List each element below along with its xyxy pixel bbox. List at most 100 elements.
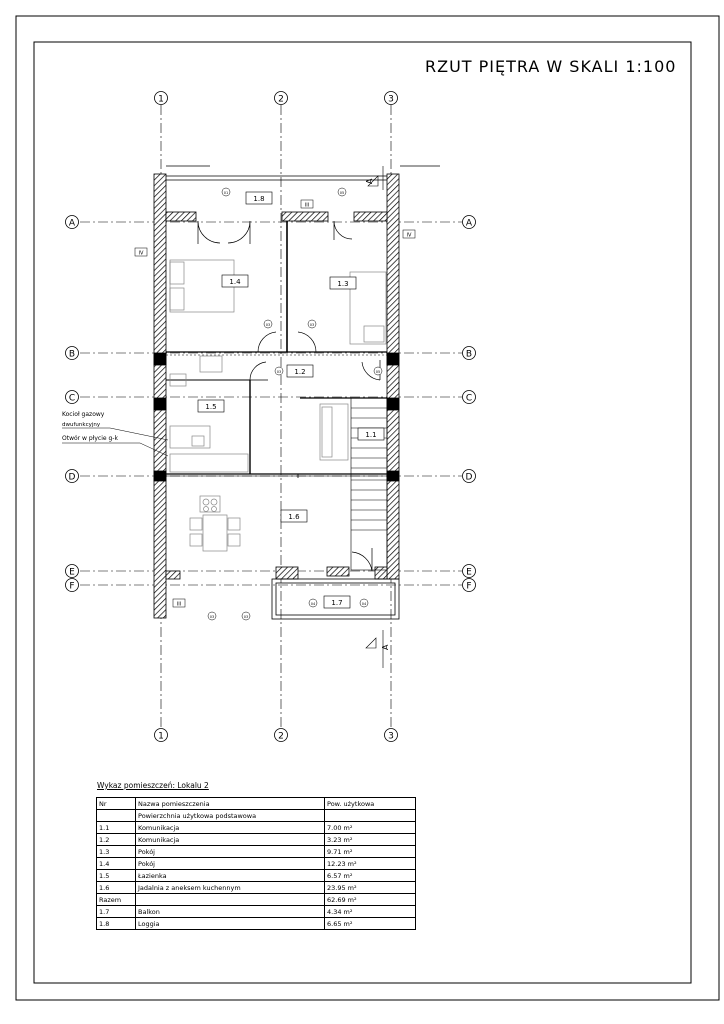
table-row: 1.7 Balkon 4.34 m² <box>96 905 416 918</box>
axis-bubble-E-left: E <box>65 564 79 578</box>
staircase <box>350 397 388 571</box>
axis-bubble-D-right: D <box>462 469 476 483</box>
svg-text:1.1: 1.1 <box>365 431 376 439</box>
room-label-1-4: 1.4 <box>221 274 249 288</box>
svg-text:D: D <box>69 473 76 483</box>
table-row: 1.6 Jadalnia z aneksem kuchennym 23.95 m… <box>96 881 416 894</box>
opening-annotation: Otwór w płycie g-k <box>62 435 169 457</box>
drawing-title: RZUT PIĘTRA W SKALI 1:100 <box>425 57 677 76</box>
horizontal-axes <box>80 221 462 586</box>
svg-text:01: 01 <box>224 191 228 195</box>
svg-text:03: 03 <box>310 323 314 327</box>
furniture <box>169 259 387 552</box>
room-label-1-2: 1.2 <box>286 364 314 378</box>
svg-text:B: B <box>69 350 75 360</box>
axis-bubble-C-left: C <box>65 390 79 404</box>
svg-text:Kocioł gazowy: Kocioł gazowy <box>62 411 105 418</box>
svg-text:III: III <box>305 203 309 209</box>
sofa <box>319 403 349 461</box>
desk <box>199 355 223 373</box>
window-tag: 05 <box>373 366 383 376</box>
svg-text:1.8: 1.8 <box>253 195 264 203</box>
inner-border <box>33 41 692 984</box>
section-mark-bottom: A <box>365 630 390 668</box>
svg-text:03: 03 <box>266 323 270 327</box>
svg-text:3: 3 <box>388 732 394 742</box>
room-table-caption: Wykaz pomieszczeń: Lokalu 2 <box>97 781 209 790</box>
window-tag: 03 <box>263 319 273 329</box>
svg-text:03: 03 <box>277 370 281 374</box>
svg-text:A: A <box>381 644 390 650</box>
window-tag: 03 <box>274 366 284 376</box>
loggia-outline <box>166 165 440 181</box>
header-name: Nazwa pomieszczenia <box>135 797 325 810</box>
axis-bubble-2-bottom: 2 <box>274 728 288 742</box>
svg-text:05: 05 <box>376 370 380 374</box>
axis-bubble-E-right: E <box>462 564 476 578</box>
svg-text:D: D <box>466 473 473 483</box>
svg-text:E: E <box>466 568 472 578</box>
wall-tag-iv-right: IV <box>402 229 416 239</box>
window-tag: 01 <box>221 187 231 197</box>
kitchen-unit <box>169 453 249 473</box>
svg-text:A: A <box>365 178 374 184</box>
room-label-1-6: 1.6 <box>280 509 308 523</box>
svg-text:1.4: 1.4 <box>229 278 241 286</box>
svg-text:04: 04 <box>311 602 316 606</box>
svg-text:2: 2 <box>278 95 284 105</box>
svg-text:A: A <box>69 219 76 229</box>
svg-text:dwufunkcyjny: dwufunkcyjny <box>62 422 101 428</box>
axis-bubble-F-right: F <box>462 578 476 592</box>
vertical-axes <box>160 105 392 728</box>
axis-bubble-C-right: C <box>462 390 476 404</box>
table-total-row: Razem 62.69 m² <box>96 893 416 906</box>
axis-bubble-F-left: F <box>65 578 79 592</box>
table-row: 1.4 Pokój 12.23 m² <box>96 857 416 870</box>
table-row: 1.5 Łazienka 6.57 m² <box>96 869 416 882</box>
axis-bubble-1-bottom: 1 <box>154 728 168 742</box>
room-schedule-table: Nr Nazwa pomieszczenia Pow. użytkowa Pow… <box>96 797 416 930</box>
svg-text:B: B <box>466 350 472 360</box>
window-tag: 05 <box>337 187 347 197</box>
svg-text:A: A <box>466 219 473 229</box>
axis-bubble-3-top: 3 <box>384 91 398 105</box>
svg-text:1.2: 1.2 <box>294 368 305 376</box>
room-label-1-1: 1.1 <box>357 427 385 441</box>
svg-text:1.5: 1.5 <box>205 403 216 411</box>
window-tag: 03 <box>207 611 217 621</box>
window-tag: 04 <box>308 598 318 608</box>
svg-text:1.7: 1.7 <box>331 599 342 607</box>
boiler-annotation: Kocioł gazowy dwufunkcyjny <box>62 411 169 441</box>
room-label-1-8: 1.8 <box>245 191 273 205</box>
svg-text:03: 03 <box>210 615 214 619</box>
table-row: 1.1 Komunikacja 7.00 m² <box>96 821 416 834</box>
header-nr: Nr <box>96 797 136 810</box>
svg-text:2: 2 <box>278 732 284 742</box>
dining-table <box>202 514 228 552</box>
room-label-1-7: 1.7 <box>323 595 351 609</box>
axis-bubble-A-right: A <box>462 215 476 229</box>
svg-text:IV: IV <box>139 251 144 257</box>
axis-bubble-B-right: B <box>462 346 476 360</box>
axis-bubble-1-top: 1 <box>154 91 168 105</box>
svg-text:1.6: 1.6 <box>288 513 300 521</box>
outer-border <box>15 15 720 1001</box>
svg-text:C: C <box>466 394 472 404</box>
svg-text:F: F <box>69 582 74 592</box>
svg-text:3: 3 <box>388 95 394 105</box>
svg-text:Otwór w płycie g-k: Otwór w płycie g-k <box>62 435 118 442</box>
svg-text:04: 04 <box>362 602 367 606</box>
svg-text:III: III <box>177 602 181 608</box>
subheader-label: Powierzchnia użytkowa podstawowa <box>135 809 325 822</box>
svg-text:E: E <box>69 568 75 578</box>
axis-bubble-2-top: 2 <box>274 91 288 105</box>
wall-tag-iii-top: III <box>300 199 314 209</box>
window-tag: 03 <box>241 611 251 621</box>
section-mark-top: A <box>365 166 384 190</box>
axis-bubble-B-left: B <box>65 346 79 360</box>
table-subheader-row: Powierzchnia użytkowa podstawowa <box>96 809 416 822</box>
svg-text:1: 1 <box>158 95 164 105</box>
wall-tag-iii-bottom: III <box>172 598 186 608</box>
svg-text:F: F <box>466 582 471 592</box>
